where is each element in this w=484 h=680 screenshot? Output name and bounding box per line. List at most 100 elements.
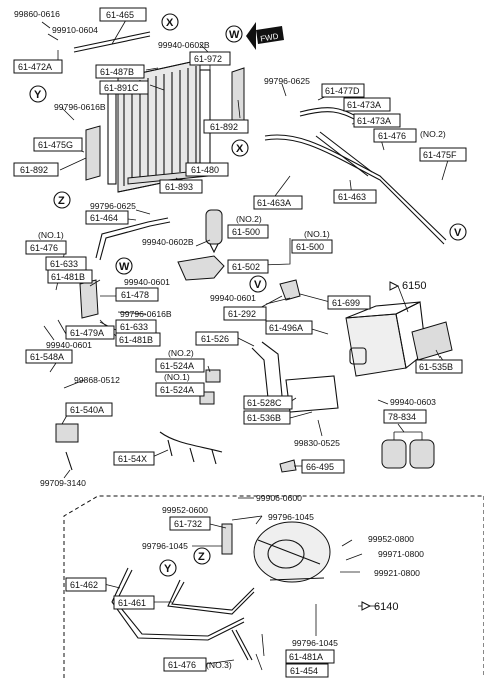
svg-text:61-478: 61-478 xyxy=(121,290,149,300)
tube-top xyxy=(73,31,151,53)
callout-w-top: W xyxy=(225,25,243,43)
svg-text:61-500: 61-500 xyxy=(296,242,324,252)
svg-text:6150: 6150 xyxy=(402,280,426,292)
label-61-481A: 61-481A xyxy=(285,649,335,664)
group-ref-6150: 6150 xyxy=(389,280,426,292)
label-61-473A-1: 61-473A xyxy=(343,97,391,112)
label-99906-0600: 99906-0600 xyxy=(256,493,302,503)
part-illustrations xyxy=(55,22,484,678)
seal-strip-mid xyxy=(231,67,245,125)
label-99940-0601-c: 99940-0601 xyxy=(46,340,92,350)
label-61-540A: 61-540A xyxy=(65,402,113,417)
cover-66-495 xyxy=(279,459,297,473)
label-61-477D: 61-477D xyxy=(321,83,365,98)
label-99796-1045-a: 99796-1045 xyxy=(268,512,314,522)
svg-text:61-526: 61-526 xyxy=(201,334,229,344)
label-61-535B: 61-535B xyxy=(415,359,463,374)
svg-text:61-481B: 61-481B xyxy=(51,272,85,282)
label-99940-0603: 99940-0603 xyxy=(390,397,436,407)
callout-x-mid: X xyxy=(231,139,249,157)
svg-text:V: V xyxy=(454,227,462,239)
label-no2-524: (NO.2) xyxy=(168,348,194,358)
label-no1-476: (NO.1) xyxy=(38,230,64,240)
svg-text:61-475F: 61-475F xyxy=(423,150,457,160)
callout-v-mid: V xyxy=(249,275,267,293)
label-61-478: 61-478 xyxy=(115,287,159,302)
svg-text:X: X xyxy=(166,17,174,29)
svg-text:61-500: 61-500 xyxy=(232,227,260,237)
label-61-475G: 61-475G xyxy=(33,137,83,152)
label-61-524A-b: 61-524A xyxy=(155,382,205,397)
svg-text:61-480: 61-480 xyxy=(191,165,219,175)
label-99940-0601-b: 99940-0601 xyxy=(210,293,256,303)
svg-text:Y: Y xyxy=(164,563,172,575)
label-61-699: 61-699 xyxy=(327,295,371,310)
compressor-section-frame xyxy=(63,495,484,678)
svg-text:Z: Z xyxy=(198,551,205,563)
label-61-524A-a: 61-524A xyxy=(155,358,205,373)
svg-text:61-476: 61-476 xyxy=(378,131,406,141)
svg-text:61-633: 61-633 xyxy=(50,259,78,269)
svg-text:61-536B: 61-536B xyxy=(247,413,281,423)
label-61-892-mid: 61-892 xyxy=(203,119,249,134)
valve-502 xyxy=(177,255,225,281)
label-61-476-top: 61-476 xyxy=(373,128,417,143)
label-99952-0800: 99952-0800 xyxy=(368,534,414,544)
label-99796-1045-c: 99796-1045 xyxy=(292,638,338,648)
svg-text:78-834: 78-834 xyxy=(388,412,416,422)
label-61-502: 61-502 xyxy=(227,259,269,274)
label-61-548A: 61-548A xyxy=(25,349,73,364)
svg-text:61-487B: 61-487B xyxy=(100,67,134,77)
svg-text:61-464: 61-464 xyxy=(90,213,118,223)
label-99796-0625-top: 99796-0625 xyxy=(264,76,310,86)
hose-473A xyxy=(299,107,357,121)
svg-text:61-472A: 61-472A xyxy=(18,62,52,72)
label-61-500-a: 61-500 xyxy=(227,224,269,239)
label-no1-524: (NO.1) xyxy=(164,372,190,382)
svg-text:6140: 6140 xyxy=(374,601,398,613)
bracket-732 xyxy=(221,523,233,555)
svg-text:61-528C: 61-528C xyxy=(247,398,282,408)
hose-462 xyxy=(111,567,245,641)
svg-text:61-535B: 61-535B xyxy=(419,362,453,372)
hose-463 xyxy=(315,131,373,177)
label-99940-0601-a: 99940-0601 xyxy=(124,277,170,287)
svg-text:61-54X: 61-54X xyxy=(118,454,147,464)
label-99709-3140: 99709-3140 xyxy=(40,478,86,488)
filter-535B xyxy=(411,321,453,361)
label-99971-0800: 99971-0800 xyxy=(378,549,424,559)
svg-text:61-481A: 61-481A xyxy=(289,652,323,662)
svg-text:X: X xyxy=(236,143,244,155)
evaporator-unit xyxy=(345,301,427,377)
label-99940-0602B-top: 99940-0602B xyxy=(158,40,210,50)
forward-arrow xyxy=(246,22,284,50)
svg-text:61-732: 61-732 xyxy=(174,519,202,529)
label-99830-0525: 99830-0525 xyxy=(294,438,340,448)
label-99868-0512: 99868-0512 xyxy=(74,375,120,385)
label-61-526: 61-526 xyxy=(195,331,239,346)
svg-text:Z: Z xyxy=(58,195,65,207)
svg-text:61-496A: 61-496A xyxy=(269,323,303,333)
label-61-476-left: 61-476 xyxy=(25,240,67,255)
label-78-834: 78-834 xyxy=(383,409,427,424)
svg-text:61-454: 61-454 xyxy=(290,666,318,676)
callout-x-top: X xyxy=(161,13,179,31)
svg-text:61-461: 61-461 xyxy=(118,598,146,608)
label-99940-0602B-mid: 99940-0602B xyxy=(142,237,194,247)
label-no3: (NO.3) xyxy=(206,660,232,670)
callout-y-bottom: Y xyxy=(159,559,177,577)
receiver-drier xyxy=(205,209,223,254)
svg-text:61-465: 61-465 xyxy=(106,10,134,20)
svg-text:61-473A: 61-473A xyxy=(357,116,391,126)
svg-text:W: W xyxy=(229,29,240,41)
label-61-463A: 61-463A xyxy=(253,195,303,210)
svg-text:61-699: 61-699 xyxy=(332,298,360,308)
fwd-label: FWD xyxy=(260,32,280,44)
hose-476-bottom xyxy=(231,629,253,661)
relay-524A-no2 xyxy=(205,369,221,383)
svg-text:61-462: 61-462 xyxy=(70,580,98,590)
label-61-536B: 61-536B xyxy=(243,410,291,425)
label-61-633-a: 61-633 xyxy=(45,256,87,271)
svg-text:61-502: 61-502 xyxy=(232,262,260,272)
svg-text:61-972: 61-972 xyxy=(194,54,222,64)
